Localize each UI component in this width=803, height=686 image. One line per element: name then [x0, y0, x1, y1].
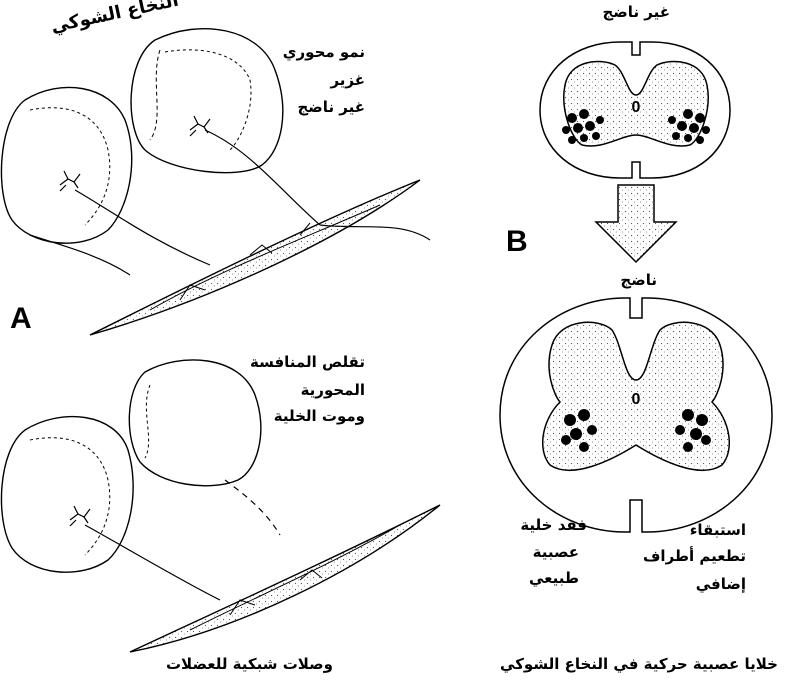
cross-section-mature — [500, 298, 772, 532]
label-loss-1: فقد خلية — [520, 515, 587, 535]
muscle-fiber-top — [90, 180, 420, 335]
label-loss-2: عصبية — [533, 542, 579, 562]
muscle-fiber-bottom — [130, 505, 440, 652]
label-mature: ناضج — [620, 270, 657, 290]
label-abundant: غزير — [330, 70, 365, 90]
panel-label-a: A — [10, 302, 32, 336]
label-immature-b: غير ناضج — [603, 2, 671, 22]
label-axonal-growth: نمو محوري — [283, 42, 365, 62]
spinal-cord-section-bottom-left — [1, 417, 133, 573]
label-retain-1: استبقاء — [690, 520, 746, 540]
spinal-cord-section-bottom-right — [129, 360, 261, 486]
central-canal-label-top: 0 — [632, 99, 641, 116]
spinal-cord-section-top-right — [131, 29, 283, 173]
label-shrink-2: المحورية — [301, 380, 365, 400]
panel-label-b: B — [506, 225, 528, 259]
caption-right: خلايا عصبية حركية في النخاع الشوكي — [500, 654, 778, 674]
label-immature-a: غير ناضج — [298, 97, 366, 117]
axon-lines-bottom — [85, 480, 280, 600]
label-retain-2: تطعيم أطراف — [643, 546, 746, 566]
label-shrink-1: تقلص المنافسة — [250, 352, 365, 372]
maturation-arrow — [596, 185, 676, 262]
label-shrink-3: وموت الخلية — [274, 406, 365, 426]
central-canal-label-bottom: 0 — [632, 391, 641, 408]
neuron-branching-bottom — [70, 506, 90, 526]
label-loss-3: طبيعي — [529, 568, 579, 588]
spinal-cord-section-top-left — [1, 87, 131, 243]
label-retain-3: إضافي — [696, 574, 746, 594]
neuron-branching-top — [60, 116, 210, 191]
caption-left: وصلات شبكية للعضلات — [166, 654, 333, 674]
